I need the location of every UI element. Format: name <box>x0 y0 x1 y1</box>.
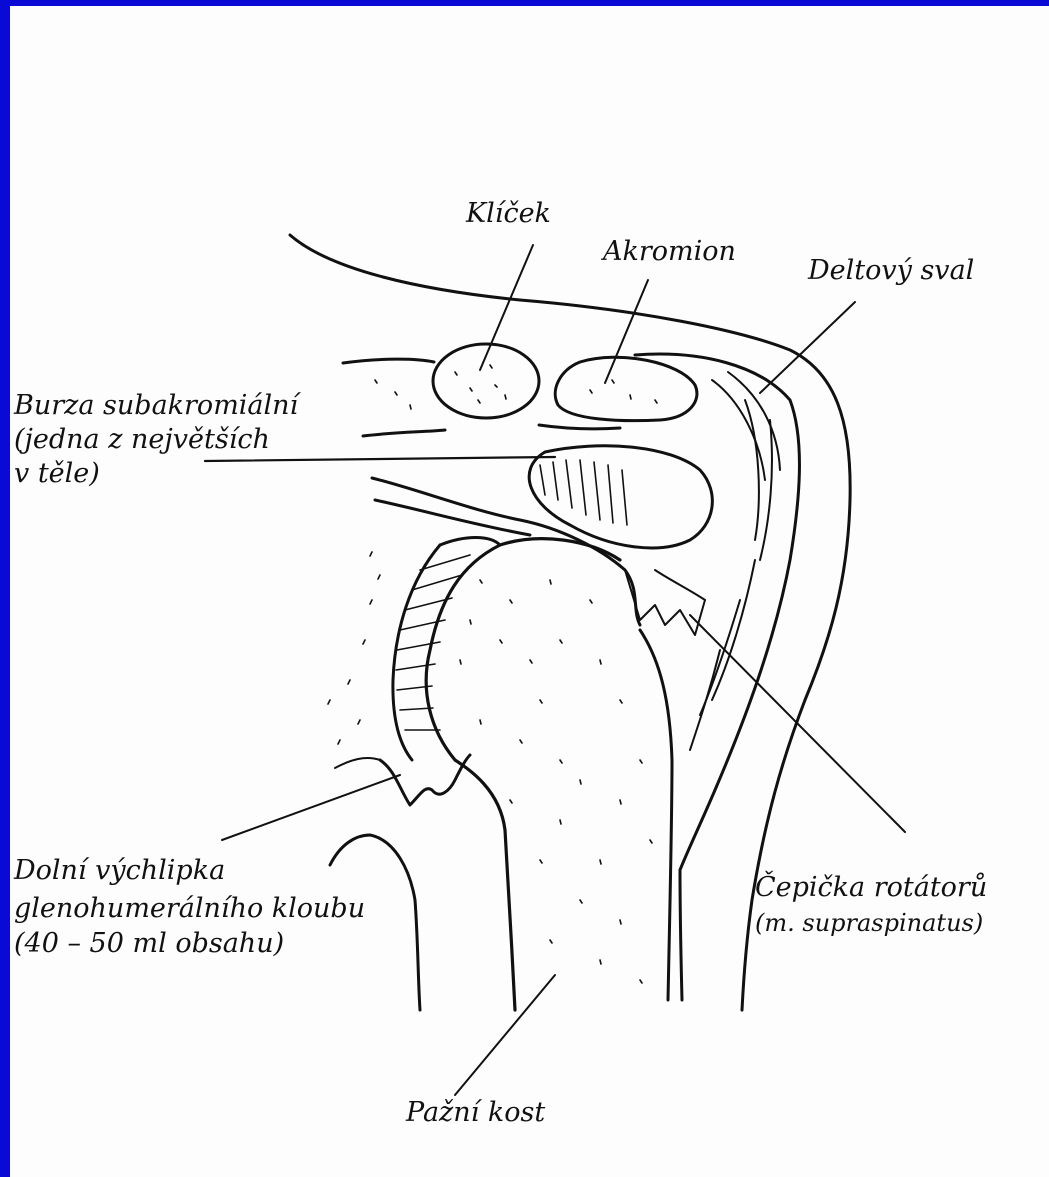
label-dolni-line2: glenohumerálního kloubu <box>14 893 365 924</box>
label-akromion: Akromion <box>603 236 736 267</box>
label-klicek: Klíček <box>466 198 551 229</box>
glenoid-capsule <box>393 545 440 760</box>
label-pazni-kost: Pažní kost <box>406 1097 545 1128</box>
subacromial-bursa <box>529 446 712 548</box>
label-cepicka-line2: (m. supraspinatus) <box>755 908 983 939</box>
label-burza-line2: (jedna z největších <box>14 424 270 455</box>
label-dolni-line1: Dolní výchlipka <box>14 855 225 886</box>
acromion <box>555 357 697 420</box>
label-cepicka-line1: Čepička rotátorů <box>755 872 987 903</box>
rotator-cuff-tendon <box>372 478 640 625</box>
label-deltovy-sval: Deltový sval <box>808 255 974 286</box>
label-dolni-line3: (40 – 50 ml obsahu) <box>14 928 284 959</box>
humerus <box>426 539 620 1010</box>
label-burza-line1: Burza subakromiální <box>14 390 298 421</box>
label-burza-line3: v těle) <box>14 458 100 489</box>
